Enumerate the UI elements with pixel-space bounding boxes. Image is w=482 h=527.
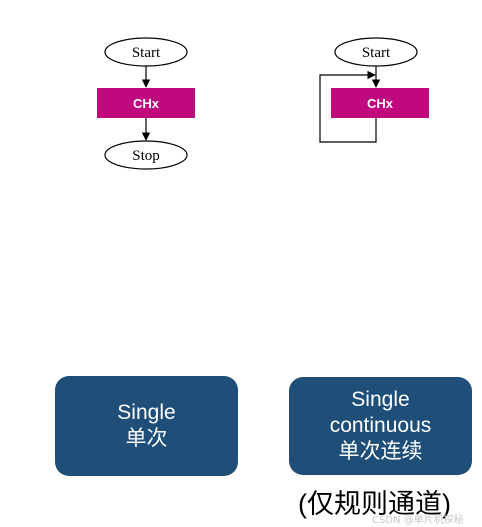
continuous-mode-card-subtitle: continuous: [329, 414, 432, 437]
single-mode-card-chinese: 单次: [125, 427, 168, 450]
single-start-node: Start: [104, 37, 188, 67]
single-stop-label: Stop: [132, 148, 160, 164]
single-stop-node: Stop: [104, 140, 188, 170]
single-mode-flowchart: Start CHx Stop: [97, 37, 195, 170]
continuous-mode-card: Single continuous 单次连续: [289, 377, 472, 475]
continuous-channel-label: CHx: [367, 96, 394, 111]
continuous-channel-box: CHx: [331, 88, 429, 118]
single-channel-label: CHx: [133, 96, 160, 111]
single-channel-box: CHx: [97, 88, 195, 118]
regular-channel-only-caption: (仅规则通道): [298, 489, 451, 519]
continuous-channel-rect: [331, 88, 429, 118]
continuous-mode-card-title: Single: [351, 388, 410, 411]
continuous-loop-back-arrow: [319, 70, 377, 143]
continuous-start-label: Start: [362, 45, 391, 61]
single-mode-card: Single 单次: [55, 376, 238, 476]
continuous-mode-card-chinese: 单次连续: [338, 440, 423, 463]
single-stop-ellipse: [104, 140, 188, 170]
continuous-mode-flowchart: Start CHx: [319, 37, 429, 143]
single-mode-card-title: Single: [117, 401, 176, 424]
continuous-start-node: Start: [334, 37, 418, 67]
single-channel-rect: [97, 88, 195, 118]
single-start-label: Start: [132, 45, 161, 61]
watermark-text: CSDN @单片机探秘: [372, 515, 464, 526]
